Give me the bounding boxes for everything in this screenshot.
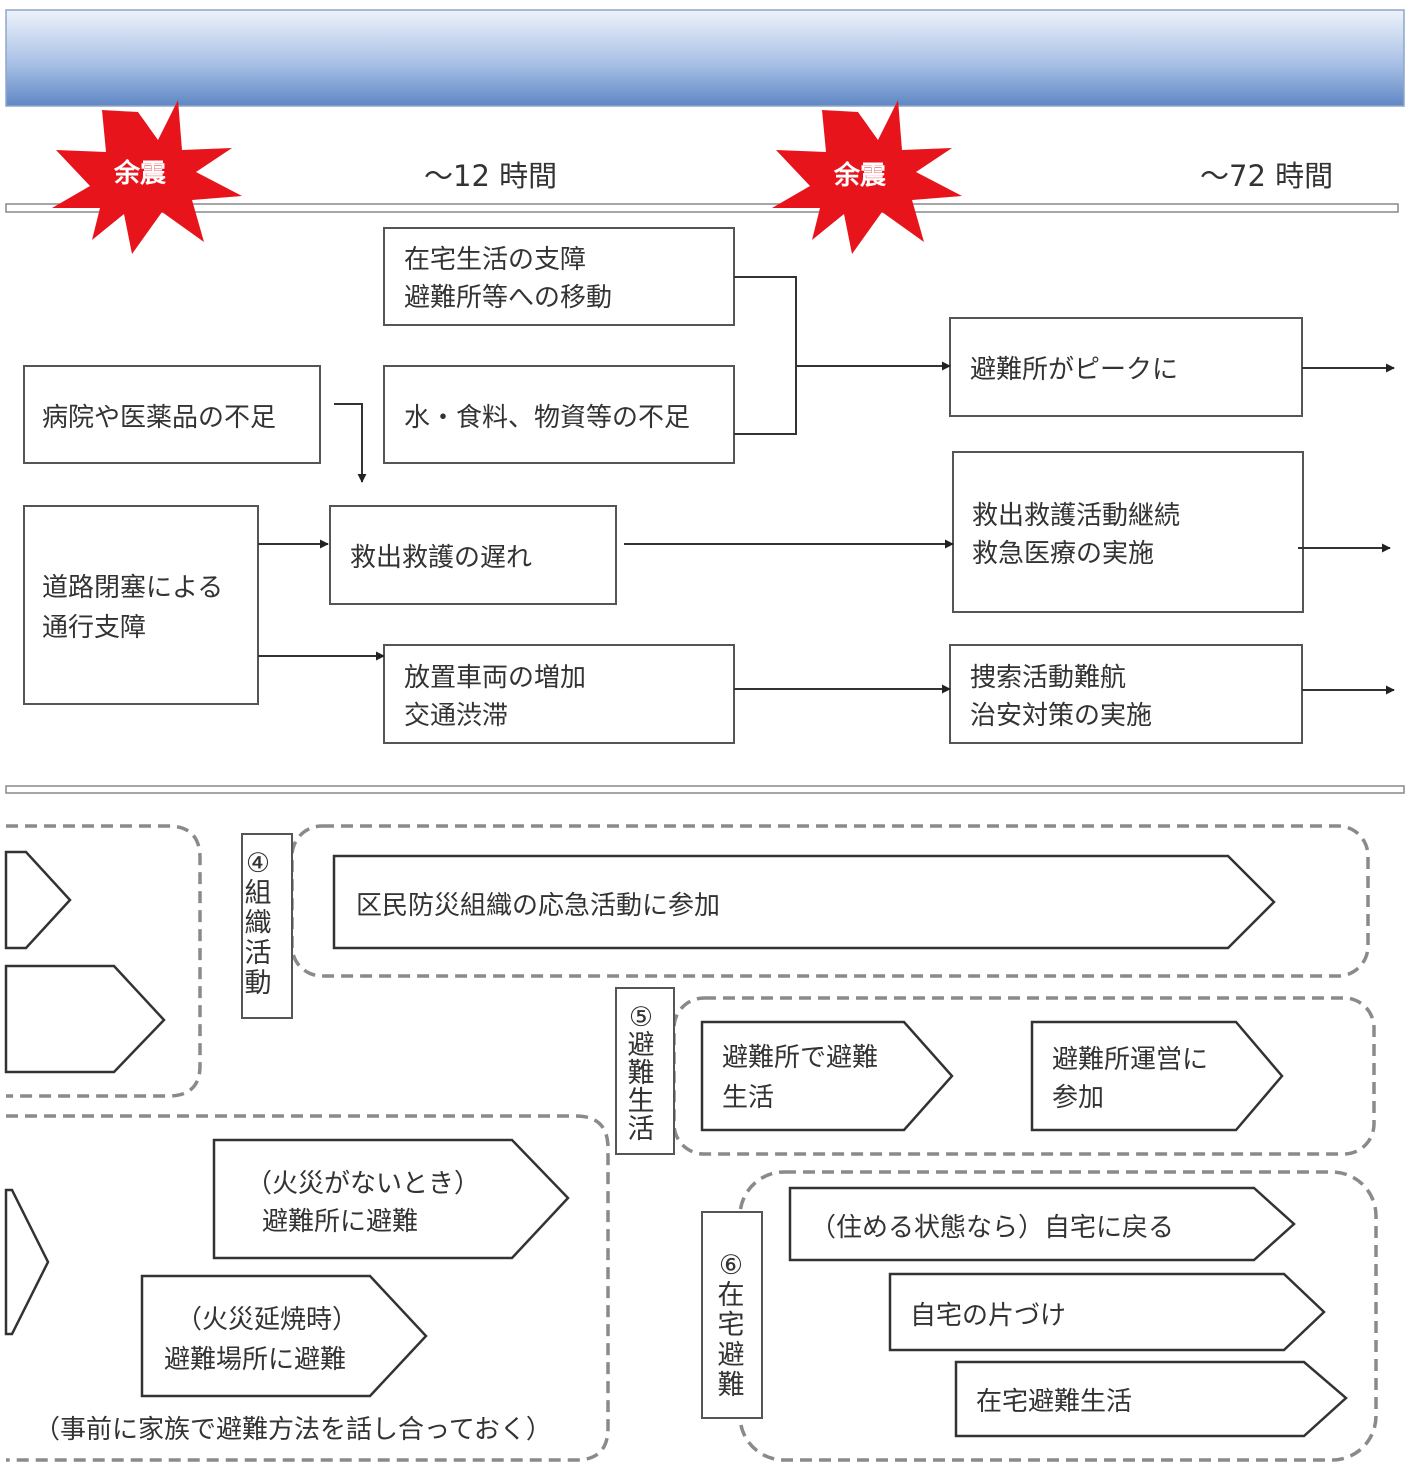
hospital-text: 病院や医薬品の不足 [42, 403, 276, 433]
home-evac-text: 在宅避難生活 [976, 1387, 1132, 1417]
shelter-label-c4: 活 [628, 1114, 655, 1145]
box-home-life: 在宅生活の支障 避難所等への移動 [383, 227, 735, 326]
aftershock-burst-1: 余震 [52, 100, 242, 254]
action-return-home: （住める状態なら）自宅に戻る [788, 1186, 1296, 1262]
search-line-2: 治安対策の実施 [970, 701, 1152, 731]
header-banner [5, 9, 1405, 107]
road-line-2: 通行支障 [42, 613, 146, 643]
shelter-label-c3: 生 [628, 1086, 655, 1117]
org-label-c2: 織 [245, 908, 272, 939]
rescue-cont-line-2: 救急医療の実施 [972, 539, 1154, 569]
cleanup-text: 自宅の片づけ [910, 1301, 1066, 1331]
timeline-bar [5, 203, 1399, 213]
shelter-ops-line-2: 参加 [1052, 1083, 1104, 1113]
partial-arrows-left [4, 850, 166, 1336]
box-road-blockage: 道路閉塞による 通行支障 [23, 505, 259, 705]
return-home-text: （住める状態なら）自宅に戻る [810, 1213, 1174, 1243]
action-no-fire: （火災がないとき） 避難所に避難 [212, 1138, 570, 1260]
label-org-activity: ④ 組 織 活 動 [241, 833, 293, 1019]
box-search: 捜索活動難航 治安対策の実施 [949, 644, 1303, 744]
home-life-line-1: 在宅生活の支障 [404, 245, 586, 275]
home-label-c1: 在 [718, 1280, 745, 1311]
org-label-c1: 組 [245, 878, 272, 909]
org-label-c3: 活 [245, 938, 272, 969]
shelter-label-c2: 難 [628, 1058, 655, 1089]
rescue-delay-text: 救出救護の遅れ [350, 543, 532, 573]
fire-line-1: （火災延焼時） [176, 1305, 358, 1335]
home-label-c0: ⑥ [719, 1250, 743, 1281]
action-shelter-life: 避難所で避難 生活 [700, 1020, 954, 1132]
box-shelter-peak: 避難所がピークに [949, 317, 1303, 417]
shelter-peak-text: 避難所がピークに [970, 355, 1178, 385]
org-label-c0: ④ [246, 848, 270, 879]
aftershock-label-1: 余震 [113, 158, 167, 189]
rescue-cont-line-1: 救出救護活動継続 [972, 501, 1180, 531]
shelter-label-c0: ⑤ [629, 1002, 653, 1033]
action-home-evac-life: 在宅避難生活 [954, 1360, 1348, 1438]
box-vehicles: 放置車両の増加 交通渋滞 [383, 644, 735, 744]
box-hospital: 病院や医薬品の不足 [23, 365, 321, 464]
home-life-line-2: 避難所等への移動 [404, 283, 612, 313]
road-line-1: 道路閉塞による [42, 573, 223, 603]
vehicles-line-1: 放置車両の増加 [404, 663, 586, 693]
time-label-12h: 〜12 時間 [424, 159, 557, 193]
connector-lines [258, 276, 1395, 695]
org-action-text: 区民防災組織の応急活動に参加 [356, 891, 720, 921]
action-fire: （火災延焼時） 避難場所に避難 [140, 1274, 428, 1398]
label-home-evac: ⑥ 在 宅 避 難 [701, 1211, 763, 1419]
aftershock-label-2: 余震 [833, 160, 887, 191]
shelter-label-c1: 避 [628, 1030, 655, 1061]
fire-line-2: 避難場所に避難 [164, 1345, 346, 1375]
action-org-participate: 区民防災組織の応急活動に参加 [332, 854, 1276, 950]
shelter-ops-line-1: 避難所運営に [1052, 1045, 1208, 1075]
water-food-text: 水・食料、物資等の不足 [404, 403, 690, 433]
search-line-1: 捜索活動難航 [970, 663, 1126, 693]
aftershock-burst-2: 余震 [772, 100, 962, 254]
action-shelter-ops: 避難所運営に 参加 [1030, 1020, 1284, 1132]
home-label-c2: 宅 [718, 1310, 745, 1341]
org-label-c4: 動 [245, 968, 272, 999]
home-label-c4: 難 [718, 1370, 745, 1401]
box-water-food: 水・食料、物資等の不足 [383, 365, 735, 464]
shelter-life-line-2: 生活 [722, 1083, 774, 1113]
no-fire-line-2: 避難所に避難 [262, 1207, 418, 1237]
section-divider [5, 785, 1405, 794]
vehicles-line-2: 交通渋滞 [404, 701, 508, 731]
shelter-life-line-1: 避難所で避難 [722, 1043, 878, 1073]
box-rescue-delay: 救出救護の遅れ [329, 505, 617, 605]
no-fire-line-1: （火災がないとき） [246, 1169, 480, 1199]
family-note: （事前に家族で避難方法を話し合っておく） [34, 1415, 552, 1445]
action-cleanup: 自宅の片づけ [888, 1272, 1326, 1352]
box-rescue-continued: 救出救護活動継続 救急医療の実施 [952, 451, 1304, 613]
label-shelter-life: ⑤ 避 難 生 活 [615, 987, 675, 1155]
time-label-72h: 〜72 時間 [1200, 159, 1333, 193]
home-label-c3: 避 [718, 1340, 745, 1371]
